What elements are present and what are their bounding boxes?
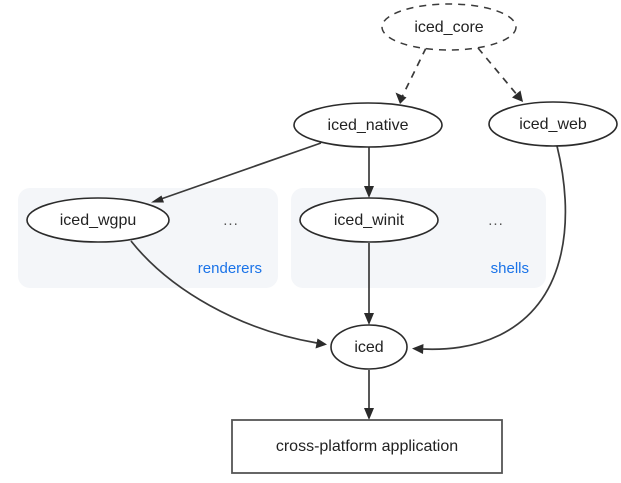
node-iced-native-shape[interactable] (293, 102, 443, 148)
edge-iced-native-to-iced-wgpu (151, 142, 322, 203)
node-iced-shape[interactable] (330, 324, 408, 370)
node-application-shape[interactable] (231, 419, 503, 474)
node-cross-platform-application[interactable]: cross-platform application (231, 419, 503, 474)
cluster-shells-label: shells (491, 260, 529, 277)
edge-iced-native-to-iced-winit (364, 147, 374, 198)
node-iced-native-label: iced_native (328, 117, 409, 134)
node-iced-winit[interactable]: iced_winit (299, 197, 439, 243)
edge-iced-wgpu-to-iced (130, 240, 327, 349)
cluster-renderers-ellipsis: ... (223, 212, 239, 229)
node-iced-winit-label: iced_winit (334, 212, 405, 229)
node-iced-web-label: iced_web (519, 116, 587, 133)
node-iced-label: iced (354, 339, 383, 356)
node-iced-wgpu-label: iced_wgpu (60, 212, 137, 229)
edge-iced-core-to-iced-web (477, 47, 523, 102)
cluster-renderers-label: renderers (198, 260, 262, 277)
node-iced-native[interactable]: iced_native (293, 102, 443, 148)
node-iced-core[interactable]: iced_core (381, 3, 517, 51)
node-iced-core-shape[interactable] (381, 3, 517, 51)
edge-iced-winit-to-iced (364, 243, 374, 325)
node-iced-core-label: iced_core (414, 19, 483, 36)
node-application-label: cross-platform application (276, 438, 458, 455)
edge-iced-web-to-iced (412, 145, 567, 354)
edge-iced-to-application (364, 370, 374, 420)
node-iced[interactable]: iced (330, 324, 408, 370)
node-iced-wgpu-shape[interactable] (26, 197, 170, 243)
edge-iced-core-to-iced-native (395, 47, 427, 104)
cluster-shells-ellipsis: ... (488, 212, 504, 229)
node-iced-web-shape[interactable] (488, 101, 618, 147)
node-iced-web[interactable]: iced_web (488, 101, 618, 147)
node-iced-wgpu[interactable]: iced_wgpu (26, 197, 170, 243)
node-iced-winit-shape[interactable] (299, 197, 439, 243)
